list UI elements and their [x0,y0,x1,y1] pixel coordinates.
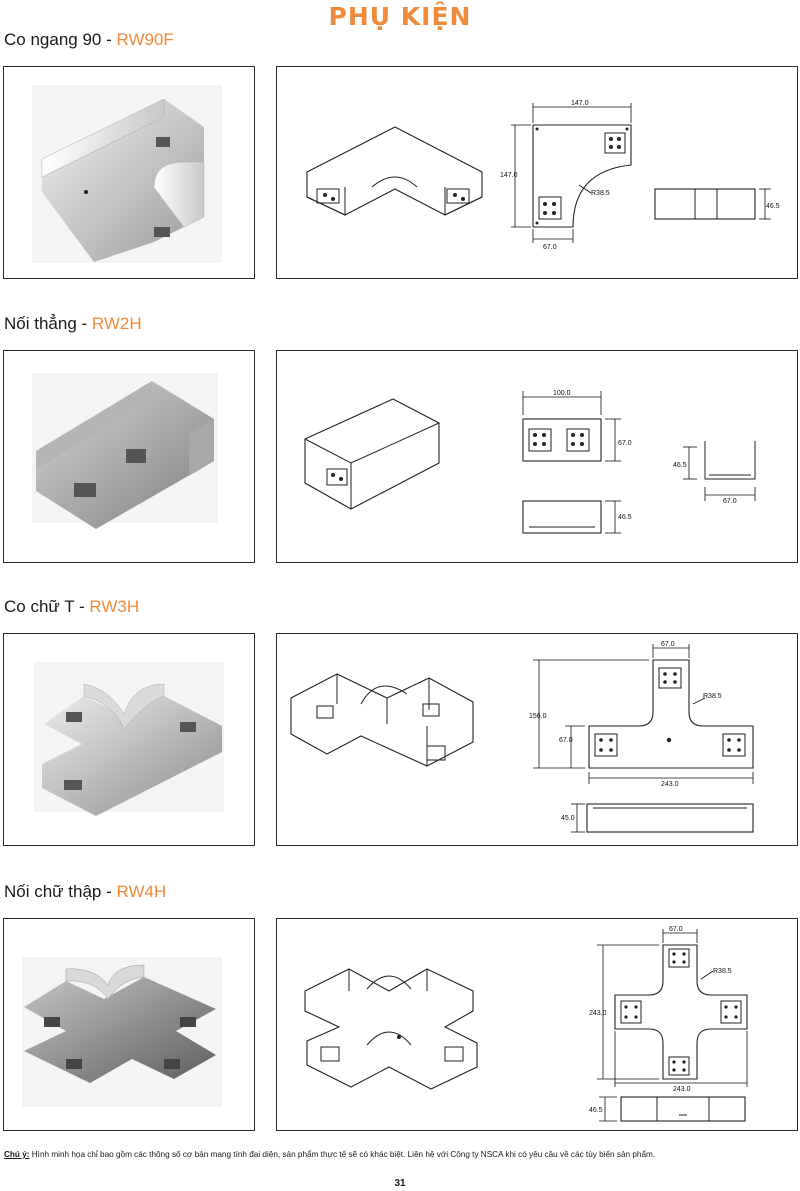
dim-height-branch: 67.0 [559,737,573,744]
technical-drawing-rw90f: 147.0 147.0 R38.5 67.0 46.5 [306,100,780,251]
dim-side-height: 46.5 [589,1107,603,1114]
section-code: RW90F [116,30,174,49]
dim-side-height: 45.0 [561,815,575,822]
product-render-rw3h [34,662,224,816]
technical-drawing-rw3h: 67.0 R38.5 156.0 67.0 243.0 45.0 [290,641,754,833]
top-view-rw3h: 67.0 R38.5 156.0 67.0 243.0 [529,641,754,788]
photo-box-rw2h [3,350,255,563]
dim-width-top: 147.0 [571,100,589,107]
drawing-box-rw4h: 67.0 R38.5 243.0 243.0 46.5 [276,918,798,1131]
dim-width-top: 67.0 [661,641,675,648]
section-name: Co ngang 90 - [4,30,117,49]
side-view-rw90f: 46.5 [654,188,780,220]
dim-width-top: 67.0 [669,926,683,933]
dim-height-total: 243.0 [589,1010,607,1017]
product-render-rw90f [32,85,222,263]
dim-height-right: 67.0 [618,440,632,447]
footnote-label: Chú ý: [4,1150,30,1159]
footnote: Chú ý: Hình minh họa chỉ bao gồm các thô… [4,1150,796,1159]
product-render-rw2h [32,373,218,529]
section-code: RW3H [89,597,140,616]
section-title-rw2h: Nối thẳng - RW2H [4,314,142,334]
drawing-box-rw3h: 67.0 R38.5 156.0 67.0 243.0 45.0 [276,633,798,846]
iso-view-rw2h [304,398,440,510]
technical-drawing-rw4h: 67.0 R38.5 243.0 243.0 46.5 [304,926,748,1122]
top-view-rw4h: 67.0 R38.5 243.0 243.0 [589,926,748,1093]
drawing-box-rw2h: 100.0 67.0 46.5 46.5 67.0 [276,350,798,563]
section-code: RW2H [91,314,142,333]
page-title: PHỤ KIỆN [328,2,472,31]
dim-side-height: 46.5 [766,203,780,210]
footnote-text: Hình minh họa chỉ bao gồm các thông số c… [29,1150,656,1159]
section-name: Nối thẳng - [4,314,92,333]
section-title-rw90f: Co ngang 90 - RW90F [4,30,174,50]
dim-radius: R38.5 [591,190,610,197]
dim-radius: R38.5 [713,968,732,975]
photo-box-rw4h [3,918,255,1131]
drawing-box-rw90f: 147.0 147.0 R38.5 67.0 46.5 [276,66,798,279]
iso-view-rw90f [306,126,483,216]
dim-width-total: 243.0 [673,1086,691,1093]
dim-width-total: 243.0 [661,781,679,788]
section-title-rw3h: Co chữ T - RW3H [4,597,139,617]
product-render-rw4h [22,957,222,1107]
iso-view-rw4h [304,968,478,1090]
side-view-rw4h: 46.5 [589,1096,746,1122]
dim-width-bottom: 67.0 [543,244,557,251]
photo-box-rw3h [3,633,255,846]
section-name: Nối chữ thập - [4,882,117,901]
front-view-rw2h: 46.5 [522,500,632,534]
dim-width-top: 100.0 [553,390,571,397]
dim-height-total: 156.0 [529,713,547,720]
section-code: RW4H [116,882,167,901]
dim-end-height: 46.5 [673,462,687,469]
dim-radius: R38.5 [703,693,722,700]
side-view-rw3h: 45.0 [561,803,754,833]
dim-side-height-front: 46.5 [618,514,632,521]
dim-end-width: 67.0 [723,498,737,505]
dim-height-left: 147.0 [500,172,518,179]
top-view-rw2h: 100.0 67.0 [522,390,632,462]
section-name: Co chữ T - [4,597,90,616]
photo-box-rw90f [3,66,255,279]
technical-drawing-rw2h: 100.0 67.0 46.5 46.5 67.0 [304,390,756,534]
top-view-rw90f: 147.0 147.0 R38.5 67.0 [500,100,632,251]
section-title-rw4h: Nối chữ thập - RW4H [4,882,166,902]
end-view-rw2h: 46.5 67.0 [673,441,756,505]
page-number: 31 [394,1178,406,1189]
iso-view-rw3h [290,673,474,767]
